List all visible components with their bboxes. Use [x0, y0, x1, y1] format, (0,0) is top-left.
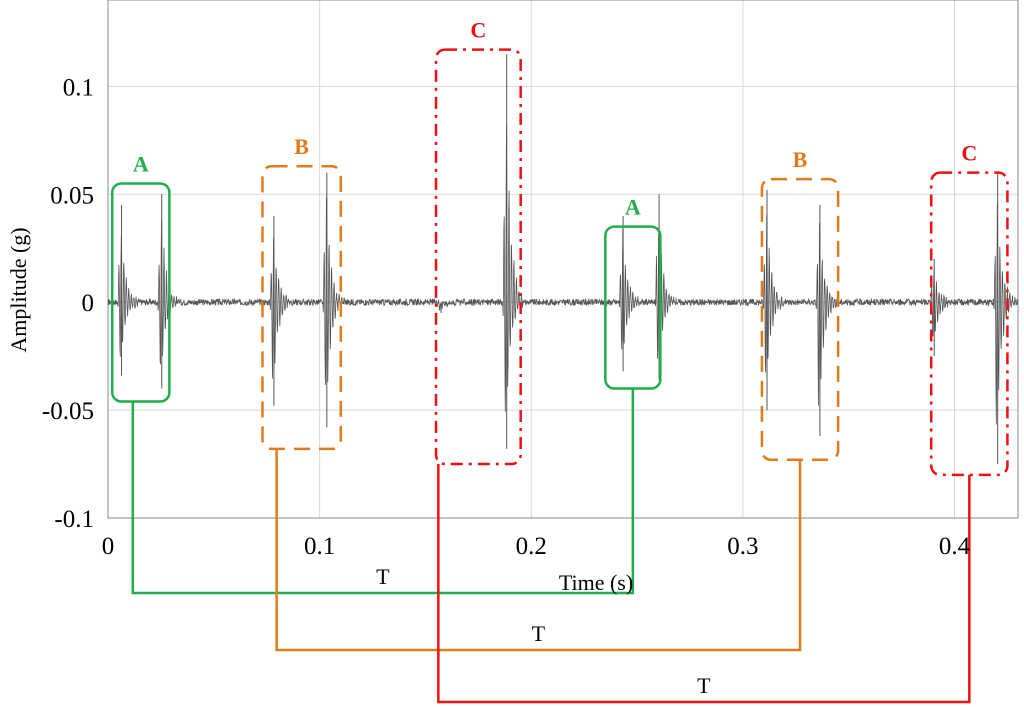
group-boxes: A B C A B C [110, 18, 1009, 477]
x-tick-labels: 0 0.1 0.2 0.3 0.4 [102, 533, 971, 560]
group-box-A [110, 182, 171, 403]
x-tick-label: 0.2 [516, 533, 547, 560]
grid [107, 0, 1018, 519]
signal-layer [107, 53, 1019, 465]
group-label-B: B [294, 134, 309, 159]
period-bracket-2 [437, 464, 971, 704]
group-box-C [434, 48, 522, 466]
y-tick-label: 0.05 [50, 182, 94, 209]
x-tick-label: 0.3 [727, 533, 758, 560]
y-tick-label: 0.1 [63, 74, 94, 101]
group-label-A: A [625, 195, 641, 220]
group-label-B: B [793, 147, 808, 172]
group-box-B [261, 164, 343, 451]
x-tick-label: 0.4 [939, 533, 971, 560]
y-tick-labels: -0.1 -0.05 0 0.05 0.1 [42, 74, 94, 533]
period-label-T: T [376, 564, 390, 589]
period-brackets: T T T [131, 388, 971, 704]
group-box-C [929, 171, 1009, 477]
x-tick-label: 0.1 [304, 533, 335, 560]
group-label-C: C [961, 141, 977, 166]
signal-trace [107, 124, 1019, 425]
period-bracket-1 [275, 448, 802, 652]
period-label-T: T [697, 673, 711, 698]
period-bracket-0 [131, 388, 635, 595]
group-box-A [604, 225, 662, 390]
y-tick-label: -0.05 [42, 398, 94, 425]
group-label-A: A [133, 151, 149, 176]
y-axis-label: Amplitude (g) [6, 227, 31, 352]
period-label-T: T [532, 621, 546, 646]
y-tick-label: 0 [82, 290, 95, 317]
plot-frame [107, 0, 1019, 519]
group-label-C: C [470, 18, 486, 43]
x-tick-label: 0 [102, 533, 115, 560]
x-axis-label: Time (s) [559, 570, 633, 595]
y-tick-label: -0.1 [54, 506, 94, 533]
